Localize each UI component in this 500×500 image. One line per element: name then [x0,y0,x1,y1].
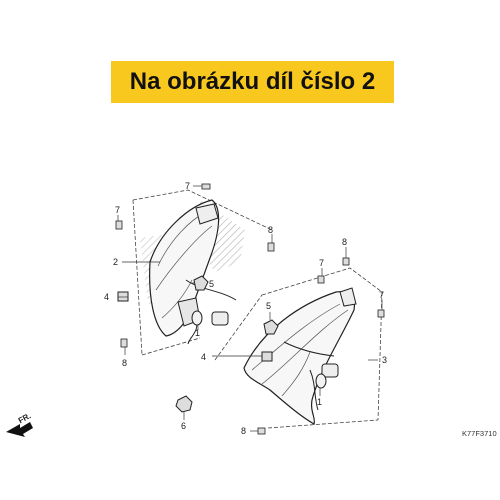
callout-labels: 7 7 8 8 2 7 5 7 4 5 1 8 4 3 1 6 8 [104,181,387,436]
part-number-banner: Na obrázku díl číslo 2 [111,61,394,103]
left-turn-signal-assembly [117,189,273,356]
callout-8-upper-mid: 8 [268,225,273,235]
fasteners [115,183,385,435]
callout-7-top: 7 [185,181,190,191]
right-turn-signal-assembly [175,267,383,429]
banner-text: Na obrázku díl číslo 2 [129,68,376,95]
callout-8-right: 8 [342,237,347,247]
callout-5-left: 5 [209,279,214,289]
callout-1-right: 1 [317,397,322,407]
callout-7-left: 7 [115,205,120,215]
diagram-code: K77F3710 [462,429,497,438]
callout-8-bottom: 8 [241,426,246,436]
callout-7-mid: 7 [319,258,324,268]
callout-3: 3 [382,355,387,365]
callout-4-left: 4 [104,292,109,302]
direction-arrow-icon [6,422,33,437]
callout-8-left: 8 [122,358,127,368]
callout-7-right: 7 [379,290,384,300]
callout-2: 2 [113,257,118,267]
callout-6: 6 [181,421,186,431]
callout-5-right: 5 [266,301,271,311]
front-direction-indicator: FR. [6,411,33,437]
callout-4-right: 4 [201,352,206,362]
leader-lines [117,185,383,432]
callout-1-left: 1 [195,328,200,338]
